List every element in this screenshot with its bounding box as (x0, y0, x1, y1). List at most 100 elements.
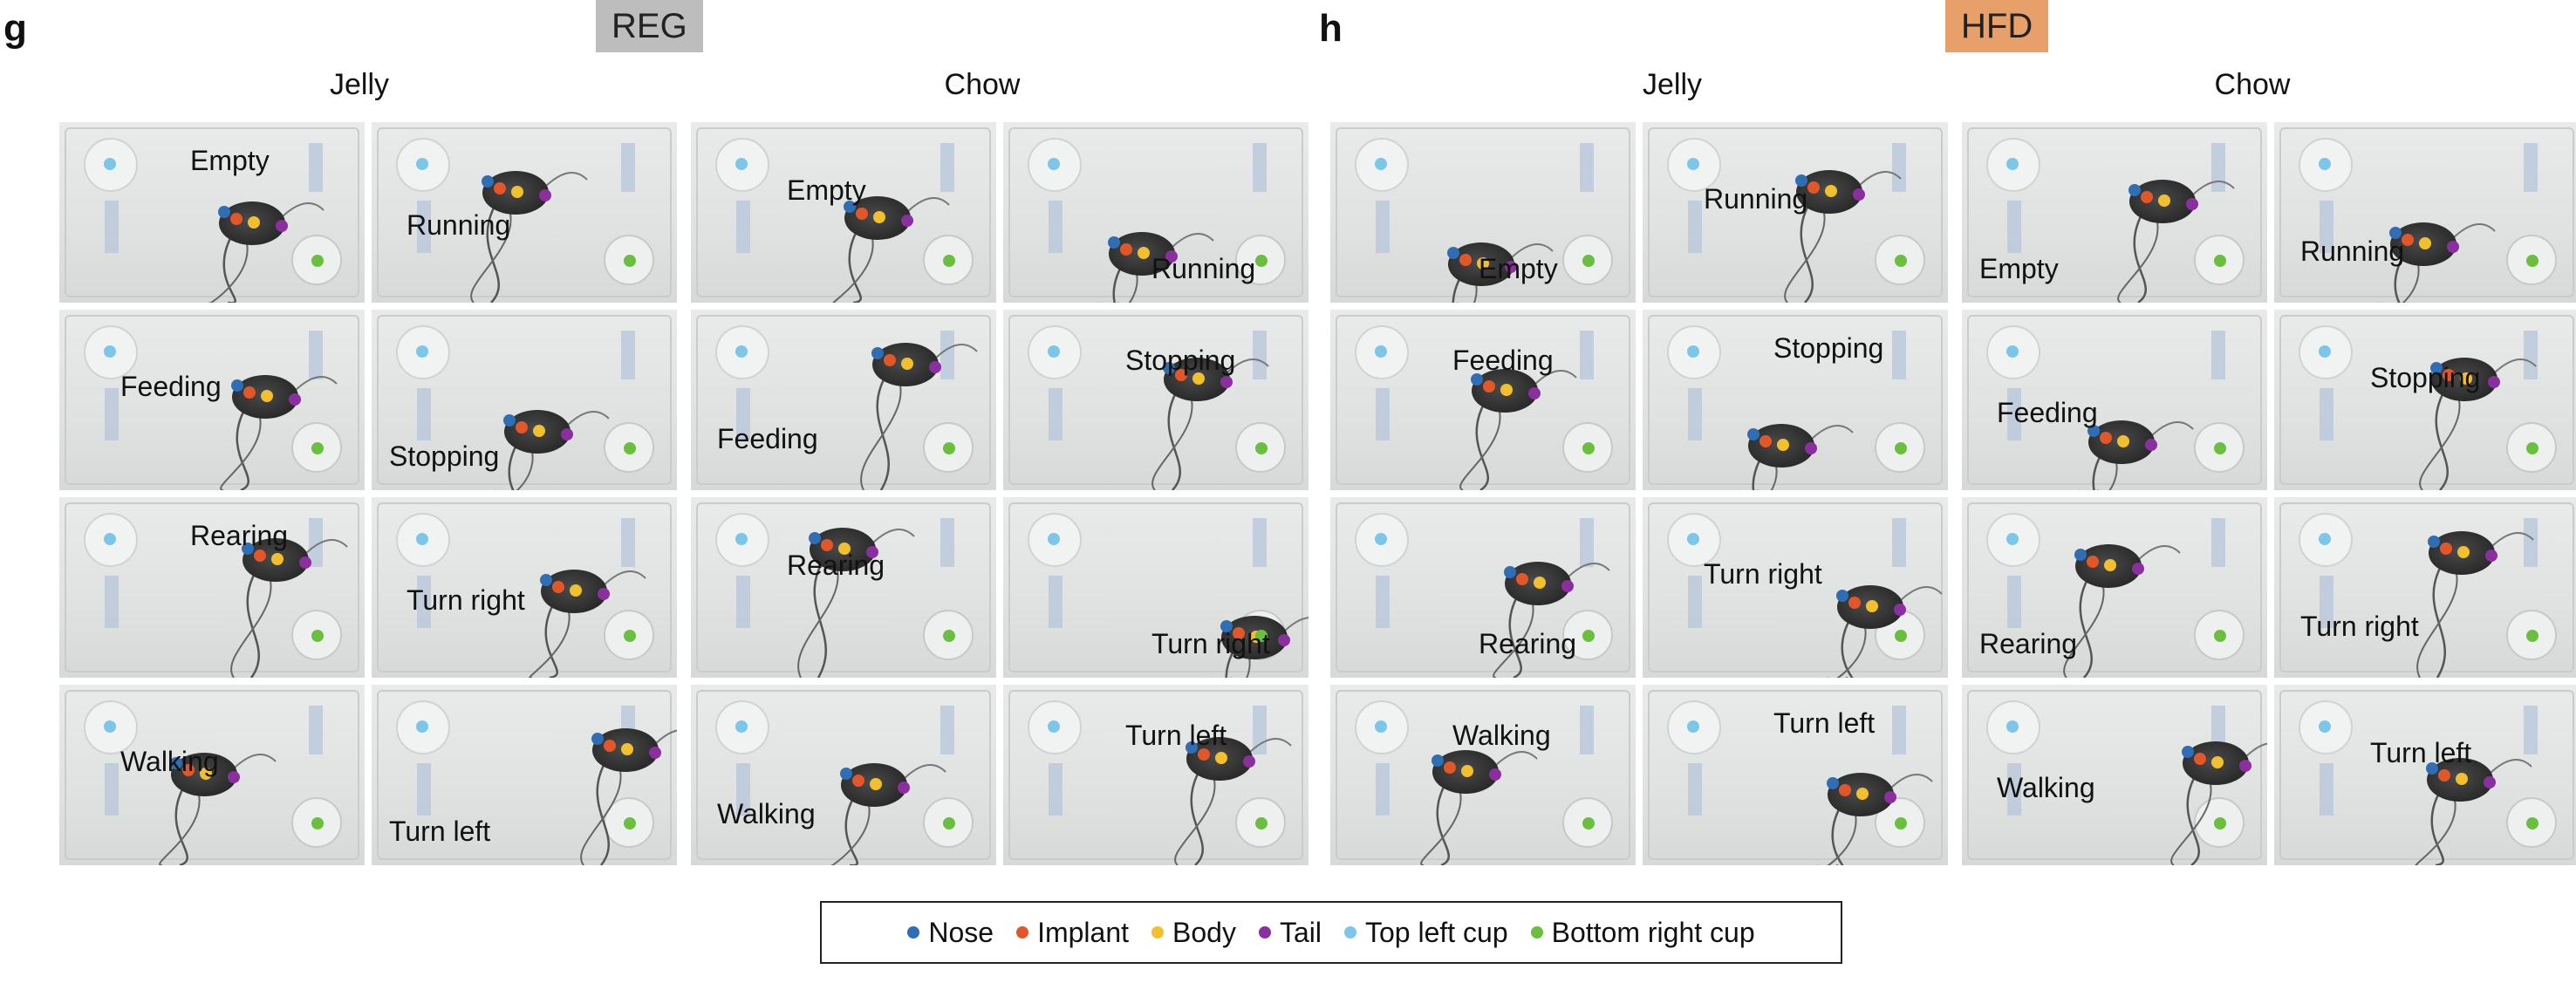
bottom-right-cup-keypoint (2526, 630, 2538, 642)
tether-cable (2380, 223, 2496, 303)
implant-keypoint (494, 182, 506, 195)
mouse-tail (1224, 358, 1269, 376)
mouse-tail (933, 344, 978, 361)
implant-keypoint (2100, 432, 2112, 444)
tail-keypoint (1561, 580, 1574, 592)
body-keypoint (2158, 195, 2170, 207)
video-frame: Turn right (2274, 497, 2576, 678)
arena-rim (696, 315, 991, 485)
nose-keypoint (1447, 247, 1459, 259)
tail-keypoint (1853, 188, 1865, 201)
arena-rim (1336, 502, 1630, 672)
bottom-right-cup-keypoint (1255, 255, 1268, 267)
top-left-cup-keypoint (1375, 345, 1387, 358)
mouse-tail (2450, 223, 2496, 241)
cable-line (1508, 587, 1524, 678)
video-frame: Empty (1330, 122, 1636, 303)
bottom-right-cup-keypoint (943, 442, 955, 454)
nose-keypoint (1220, 620, 1233, 632)
arena-rim (1008, 127, 1303, 297)
panel-letter: h (1319, 7, 1343, 50)
top-left-cup-keypoint (1375, 158, 1387, 170)
nose-keypoint (1108, 236, 1120, 249)
bottom-right-cup-keypoint (1255, 442, 1268, 454)
body-keypoint (1534, 577, 1546, 589)
mouse-tail (1808, 425, 1854, 442)
top-left-cup-keypoint (2006, 720, 2019, 733)
behavior-label: Running (1151, 253, 1256, 284)
implant-keypoint (2443, 369, 2455, 381)
tail-keypoint (2485, 550, 2497, 562)
body-keypoint (1461, 765, 1473, 777)
nose-keypoint (1163, 362, 1175, 374)
implant-keypoint (1175, 369, 1187, 381)
legend-label: Implant (1037, 916, 1130, 948)
arena-marker (621, 331, 635, 379)
arena-marker (2320, 576, 2333, 628)
tail-keypoint (1165, 250, 1178, 263)
column-label: Chow (944, 68, 1021, 101)
legend-label: Nose (928, 916, 994, 948)
top-left-cup-keypoint (2319, 158, 2331, 170)
mouse-tail (905, 197, 950, 215)
top-left-cup-keypoint (735, 533, 748, 545)
bottom-right-cup-keypoint (624, 817, 636, 829)
arena-rim (1008, 502, 1303, 672)
cable-line (1831, 798, 1847, 865)
cable-line (486, 196, 502, 303)
body-keypoint (261, 390, 273, 402)
bottom-right-cup (2194, 797, 2245, 848)
implant-keypoint (243, 386, 256, 399)
top-left-cup-keypoint (1375, 720, 1387, 733)
tail-keypoint (1243, 755, 1255, 768)
top-left-cup-keypoint (416, 720, 428, 733)
behavior-label: Empty (1979, 253, 2059, 284)
body-keypoint (1477, 257, 1489, 270)
top-left-cup (1028, 138, 1082, 192)
top-left-cup-keypoint (1687, 158, 1699, 170)
mouse-tail (653, 729, 677, 747)
bottom-right-cup (923, 235, 974, 285)
arena-marker (2007, 388, 2021, 440)
cable-line (1841, 611, 1856, 678)
behavior-label: Turn left (1773, 707, 1876, 739)
body-keypoint (2457, 546, 2470, 558)
top-left-cup-keypoint (735, 345, 748, 358)
body-keypoint (1138, 247, 1150, 259)
behavior-label: Empty (190, 145, 270, 176)
arena-rim (377, 127, 672, 297)
mouse-tail (2135, 545, 2181, 563)
arena-marker (621, 143, 635, 192)
bottom-right-cup-keypoint (2526, 255, 2538, 267)
mouse-tail (1493, 751, 1538, 768)
nose-keypoint (242, 543, 254, 555)
arena-marker (621, 518, 635, 567)
legend-item-top-left-cup: Top left cup (1343, 917, 1508, 949)
nose-keypoint (2087, 425, 2100, 437)
cable-line (1167, 383, 1183, 490)
cable-line (2435, 383, 2450, 490)
bottom-right-cup-dot-icon (1530, 926, 1543, 939)
nose-keypoint (1795, 174, 1807, 187)
nose-keypoint (2389, 227, 2402, 239)
video-frame: Empty (691, 122, 996, 303)
nose-keypoint (591, 733, 604, 745)
body-keypoint (1825, 185, 1837, 197)
arena-marker (105, 388, 119, 440)
bottom-right-cup (923, 610, 974, 660)
arena-rim (1648, 690, 1943, 860)
arena-rim (1648, 127, 1943, 297)
cable-line (508, 435, 523, 490)
arena-rim (65, 502, 359, 672)
arena-marker (940, 706, 954, 754)
body-keypoint (2211, 756, 2224, 768)
cable-line (1436, 775, 1452, 865)
behavior-label: Stopping (1773, 332, 1884, 364)
video-frame: Stopping (1003, 310, 1308, 490)
body-keypoint (570, 584, 582, 597)
arena-marker (1049, 388, 1063, 440)
arena-marker (940, 518, 954, 567)
tail-keypoint (2239, 760, 2251, 772)
tail-keypoint (289, 393, 301, 406)
cable-line (1752, 449, 1767, 490)
